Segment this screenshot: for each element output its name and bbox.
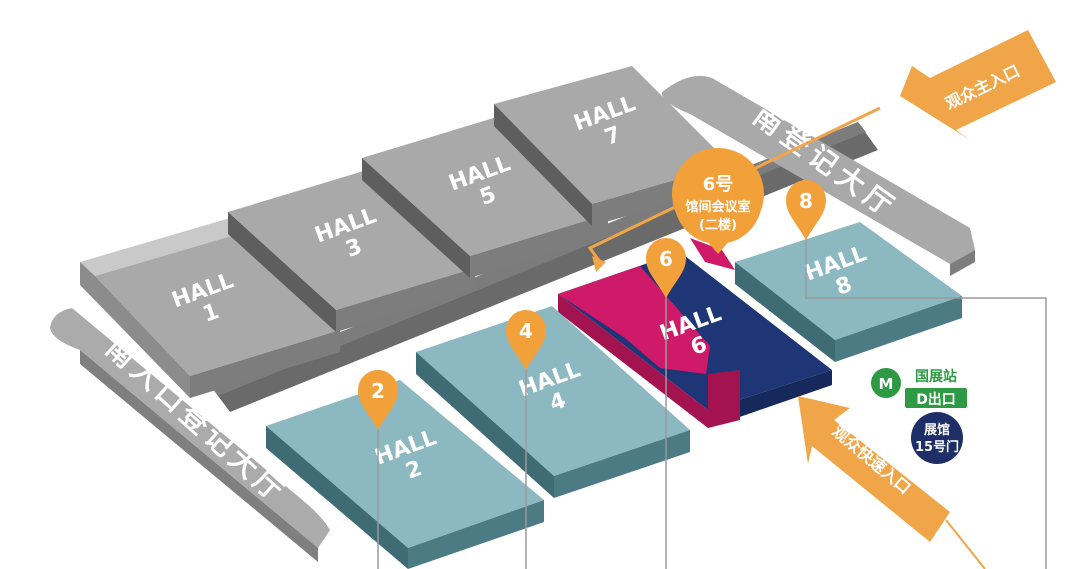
gate-15-badge[interactable]: 展馆 15号门: [911, 412, 963, 464]
hall-7[interactable]: HALL 7: [494, 66, 730, 226]
hall-5[interactable]: HALL 5: [362, 116, 608, 278]
main-entrance-arrow[interactable]: 观众主入口: [900, 30, 1056, 140]
hall-2[interactable]: HALL 2: [266, 380, 544, 569]
hall-6[interactable]: HALL 6: [558, 238, 832, 428]
metro-station-badge[interactable]: M 国展站 D出口: [871, 368, 967, 408]
pin-hall-4-number: 4: [519, 319, 533, 343]
pin-hall-8[interactable]: 8: [786, 180, 826, 240]
hall-8[interactable]: HALL 8: [735, 222, 962, 362]
pin-hall-6[interactable]: 6: [646, 238, 686, 298]
pointer-lines: [377, 232, 1047, 569]
callout-number: 6号: [703, 174, 734, 195]
express-route-line: [945, 519, 986, 569]
callout-line2: (二楼): [699, 217, 737, 233]
pin-hall-6-number: 6: [659, 247, 673, 271]
main-entrance-route: [587, 106, 881, 272]
metro-exit-label: D出口: [916, 391, 956, 408]
metro-logo-icon: [871, 368, 901, 398]
callout-line1: 馆间会议室: [685, 199, 750, 215]
pin-hall-2-number: 2: [371, 379, 385, 403]
hall-3[interactable]: HALL 3: [228, 170, 475, 332]
hall-4[interactable]: HALL 4: [416, 306, 690, 498]
pin-hall-2[interactable]: 2: [358, 370, 398, 430]
gate-line1: 展馆: [924, 422, 950, 438]
gate-line2: 15号门: [915, 439, 959, 455]
svg-text:M: M: [879, 375, 894, 393]
pin-hall-8-number: 8: [799, 189, 813, 213]
meeting-room-callout[interactable]: 6号 馆间会议室 (二楼): [671, 148, 764, 254]
metro-station-name: 国展站: [915, 368, 957, 385]
pin-hall-4[interactable]: 4: [506, 310, 546, 370]
